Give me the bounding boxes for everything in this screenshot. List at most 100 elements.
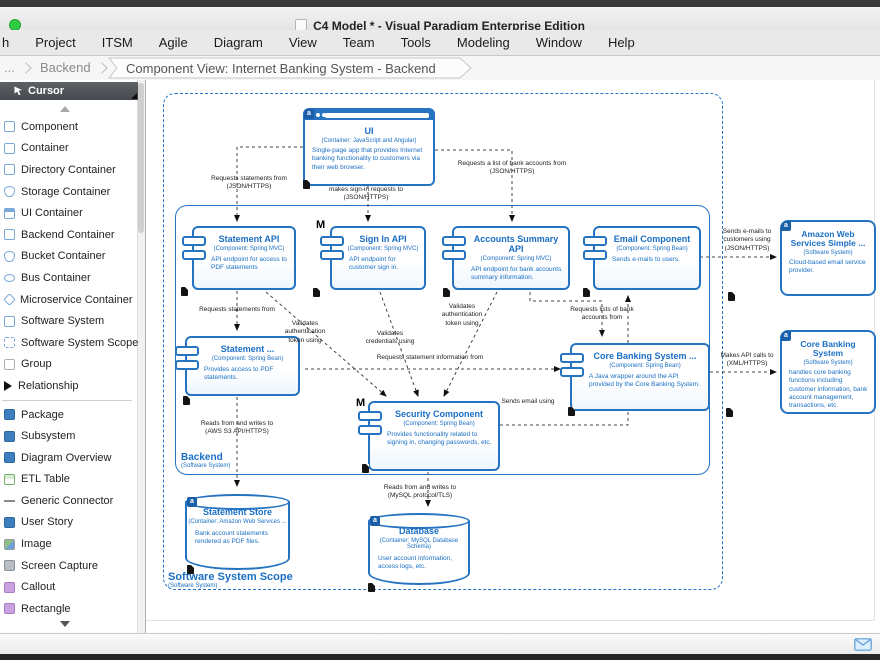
menu-item-tools[interactable]: Tools [400,35,431,50]
bucket-container-icon [4,250,15,262]
chevron-right-icon [20,62,32,74]
menu-item-modeling[interactable]: Modeling [456,35,510,50]
palette-item-group[interactable]: Group [0,354,136,376]
document-note-icon [368,583,375,592]
palette-item-screen-capture[interactable]: Screen Capture [0,555,136,577]
boundary-software-system-scope[interactable] [163,93,723,590]
breadcrumb-parent[interactable]: Backend [40,60,91,75]
menu-item-diagram[interactable]: Diagram [213,35,263,50]
node-title: Database [398,526,440,536]
node-subtitle: (Software System) [803,359,853,366]
document-note-icon [183,396,190,405]
microservice-container-icon [3,293,16,306]
palette-item-ui-container[interactable]: UI Container [0,202,136,224]
menu-item-agile[interactable]: Agile [158,35,188,50]
screen-capture-icon [4,560,15,572]
palette-item-diagram-overview[interactable]: Diagram Overview [0,447,136,469]
breadcrumb-current[interactable]: Component View: Internet Banking System … [108,57,480,79]
menu-item-project[interactable]: Project [35,35,76,50]
node-description: API endpoint for customer sign in. [349,255,399,272]
diagram-toolbar-palette: Cursor Component Container Directory Con… [0,80,146,633]
node-ui-container[interactable]: a UI (Container: JavaScript and Angular)… [303,108,435,186]
node-email-component[interactable]: Email Component (Component: Spring Bean)… [583,226,701,290]
palette-item-component[interactable]: Component [0,116,136,138]
edge-label[interactable]: Requests statements from [199,306,275,313]
node-statement-component[interactable]: Statement ... (Component: Spring Bean) P… [175,336,300,396]
node-amazon-web-services[interactable]: a Amazon Web Services Simple ... (Softwa… [780,220,876,296]
menu-item-view[interactable]: View [288,35,317,50]
palette-cursor-tool[interactable]: Cursor [0,82,138,100]
node-core-banking-system-facade[interactable]: Core Banking System ... (Component: Spri… [560,343,710,411]
palette-item-etl-table[interactable]: ETL Table [0,469,136,491]
palette-item-bus-container[interactable]: Bus Container [0,267,136,289]
palette-item-generic-connector[interactable]: Generic Connector [0,490,136,512]
palette-scrollbar-thumb[interactable] [138,83,144,233]
palette-item-software-system-scope[interactable]: Software System Scope [0,332,138,354]
menu-item-window[interactable]: Window [535,35,582,50]
node-title: Email Component [613,234,691,244]
node-sign-in-api[interactable]: M Sign In API (Component: Spring MVC) AP… [316,219,426,290]
node-subtitle: (Component: Spring MVC) [480,255,552,262]
palette-item-microservice-container[interactable]: Microservice Container [0,289,136,311]
node-subtitle: (Component: Spring Bean) [403,420,475,427]
menu-item-team[interactable]: Team [342,35,375,50]
edge-label[interactable]: Requests statements from (JSON/HTTPS) [211,175,287,191]
palette-item-storage-container[interactable]: Storage Container [0,181,136,203]
palette-item-subsystem[interactable]: Subsystem [0,425,136,447]
edge-label[interactable]: Makes API calls to (XML/HTTPS) [720,352,774,368]
node-description: Sends e-mails to users. [612,255,680,263]
palette-scrollbar[interactable] [137,80,145,633]
node-subtitle: (Component: Spring MVC) [213,245,285,252]
badge-model: M [356,397,366,409]
node-title: UI [364,126,374,136]
edge-label[interactable]: Requests statement information from [376,354,484,361]
edge-label[interactable]: Validates credentials using [365,330,415,346]
edge-label[interactable]: Requests a list of bank accounts from (J… [457,160,567,176]
menu-item-clipped[interactable]: h [2,35,10,50]
palette-item-callout[interactable]: Callout [0,576,136,598]
document-note-icon [303,180,310,189]
node-subtitle: (Container: JavaScript and Angular) [321,137,417,144]
node-subtitle: (Component: Spring Bean) [616,245,688,252]
edge-label[interactable]: Validates authentication token using [441,303,483,327]
diagram-canvas[interactable]: Backend (Software System) Software Syste… [146,80,880,633]
edge-label[interactable]: Sends e-mails to customers using (JSON/H… [722,228,772,252]
node-core-banking-system[interactable]: a Core Banking System (Software System) … [780,330,876,414]
palette-item-user-story[interactable]: User Story [0,512,136,534]
node-statement-api[interactable]: Statement API (Component: Spring MVC) AP… [182,226,296,290]
scope-boundary-label: Software System Scope (Software System) [168,571,293,589]
palette-item-backend-container[interactable]: Backend Container [0,224,136,246]
node-title: Statement API [218,234,280,244]
edge-label[interactable]: Reads from and writes to (AWS S3 API/HTT… [200,420,274,436]
node-title: Amazon Web Services Simple ... [790,229,866,249]
palette-item-package[interactable]: Package [0,404,136,426]
storage-container-icon [4,186,15,198]
node-security-component[interactable]: M Security Component (Component: Spring … [356,397,500,471]
node-accounts-summary-api[interactable]: Accounts Summary API (Component: Spring … [442,226,570,290]
palette-item-relationship[interactable]: Relationship [0,375,136,397]
palette-item-image[interactable]: Image [0,533,136,555]
palette-item-directory-container[interactable]: Directory Container [0,159,136,181]
node-database[interactable]: a Database (Container: MySQL Database Sc… [368,513,470,585]
envelope-icon[interactable] [854,638,872,656]
menu-item-help[interactable]: Help [607,35,635,50]
edge-label[interactable]: Requests lists of bank accounts from [570,306,634,322]
edge-label[interactable]: Reads from and writes to (MySQL protocol… [383,484,457,500]
palette-item-bucket-container[interactable]: Bucket Container [0,246,136,268]
edge-label[interactable]: Validates authentication token using [284,320,326,344]
palette-item-rectangle[interactable]: Rectangle [0,598,136,620]
component-icon [4,121,15,133]
menu-item-itsm[interactable]: ITSM [101,35,133,50]
node-statement-store[interactable]: a Statement Store (Container: Amazon Web… [185,494,290,570]
edge-label[interactable]: Sends email using [501,398,555,405]
edge-label[interactable]: makes sign-in requests to (JSON/HTTPS) [328,186,404,202]
diagram-overview-icon [4,452,15,464]
palette-scroll-down-icon[interactable] [60,621,70,627]
palette-item-container[interactable]: Container [0,138,136,160]
palette-scroll-up-icon[interactable] [60,106,70,112]
document-note-icon [728,292,735,301]
document-note-icon [181,287,188,296]
breadcrumb-collapsed[interactable]: ... [4,60,15,75]
palette-item-software-system[interactable]: Software System [0,310,136,332]
